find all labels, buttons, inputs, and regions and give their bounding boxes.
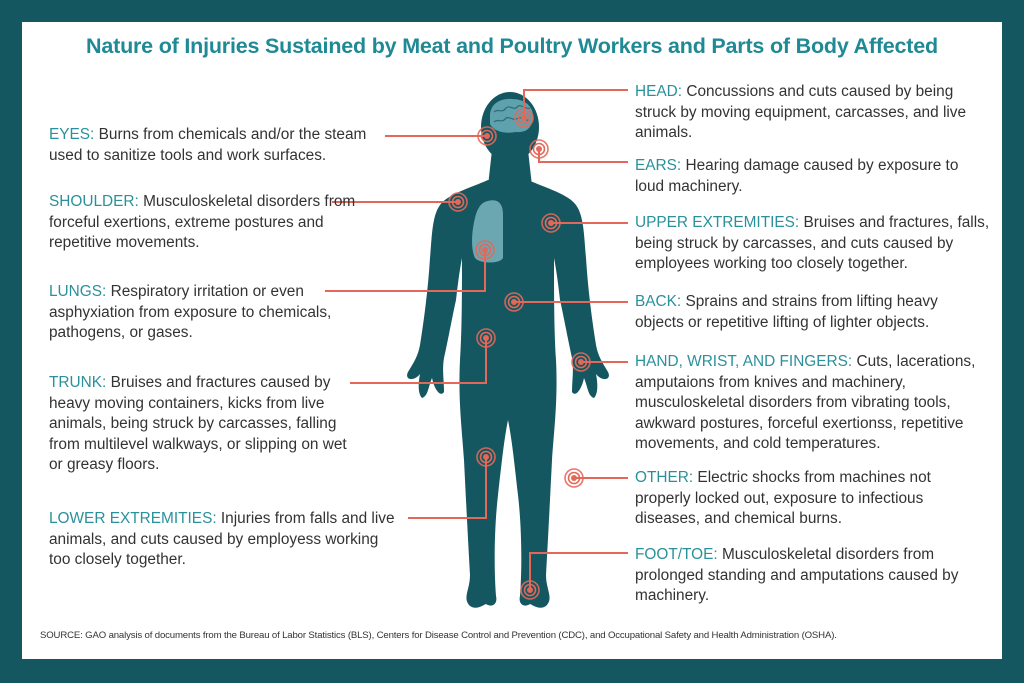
connector-lines — [325, 89, 628, 590]
marker-hand-wrist-fingers — [571, 352, 591, 372]
entry-label: OTHER: — [635, 469, 694, 486]
marker-back — [504, 292, 524, 312]
entry-text: Musculoskeletal disorders from prolonged… — [635, 546, 959, 604]
injury-markers — [448, 108, 591, 600]
entry-head: HEAD: Concussions and cuts caused by bei… — [635, 82, 975, 144]
entry-lower-extremities: LOWER EXTREMITIES: Injuries from falls a… — [49, 509, 404, 571]
entry-text: Concussions and cuts caused by being str… — [635, 83, 967, 141]
entry-text: Sprains and strains from lifting heavy o… — [635, 293, 938, 331]
entry-upper-extremities: UPPER EXTREMITIES: Bruises and fractures… — [635, 213, 990, 275]
marker-eyes — [477, 126, 497, 146]
entry-trunk: TRUNK: Bruises and fractures caused by h… — [49, 373, 354, 476]
marker-lungs — [475, 240, 495, 260]
entry-label: UPPER EXTREMITIES: — [635, 214, 800, 231]
entry-text: Cuts, lacerations, amputaions from knive… — [635, 353, 976, 452]
entry-foot-toe: FOOT/TOE: Musculoskeletal disorders from… — [635, 545, 995, 607]
brain-shape — [490, 98, 534, 133]
entry-label: FOOT/TOE: — [635, 546, 718, 563]
entry-label: LUNGS: — [49, 283, 107, 300]
entry-lungs: LUNGS: Respiratory irritation or even as… — [49, 282, 349, 344]
entry-text: Bruises and fractures caused by heavy mo… — [49, 374, 347, 473]
entry-label: EYES: — [49, 126, 95, 143]
entry-text: Injuries from falls and live animals, an… — [49, 510, 395, 568]
entry-text: Bruises and fractures, falls, being stru… — [635, 214, 990, 272]
entry-shoulder: SHOULDER: Musculoskeletal disorders from… — [49, 192, 364, 254]
human-silhouette — [407, 92, 609, 608]
entry-other: OTHER: Electric shocks from machines not… — [635, 468, 965, 530]
entry-hand-wrist-fingers: HAND, WRIST, AND FINGERS: Cuts, lacerati… — [635, 352, 995, 455]
entry-label: BACK: — [635, 293, 682, 310]
entry-text: Hearing damage caused by exposure to lou… — [635, 157, 959, 195]
entry-text: Electric shocks from machines not proper… — [635, 469, 931, 527]
marker-upper-extremities — [541, 213, 561, 233]
marker-trunk — [476, 328, 496, 348]
entry-label: SHOULDER: — [49, 193, 139, 210]
entry-label: EARS: — [635, 157, 682, 174]
entry-label: HAND, WRIST, AND FINGERS: — [635, 353, 853, 370]
entry-ears: EARS: Hearing damage caused by exposure … — [635, 156, 985, 197]
marker-lower-extremities — [476, 447, 496, 467]
marker-ears — [529, 139, 549, 159]
marker-head — [514, 108, 534, 128]
marker-shoulder — [448, 192, 468, 212]
entry-label: HEAD: — [635, 83, 683, 100]
marker-foot-toe — [520, 580, 540, 600]
infographic-title: Nature of Injuries Sustained by Meat and… — [86, 34, 938, 58]
entry-label: TRUNK: — [49, 374, 107, 391]
entry-eyes: EYES: Burns from chemicals and/or the st… — [49, 125, 394, 166]
entry-text: Burns from chemicals and/or the steam us… — [49, 126, 367, 164]
source-note: SOURCE: GAO analysis of documents from t… — [40, 630, 837, 641]
entry-back: BACK: Sprains and strains from lifting h… — [635, 292, 980, 333]
entry-label: LOWER EXTREMITIES: — [49, 510, 217, 527]
marker-other — [564, 468, 584, 488]
entry-text: Musculoskeletal disorders from forceful … — [49, 193, 356, 251]
entry-text: Respiratory irritation or even asphyxiat… — [49, 283, 332, 341]
